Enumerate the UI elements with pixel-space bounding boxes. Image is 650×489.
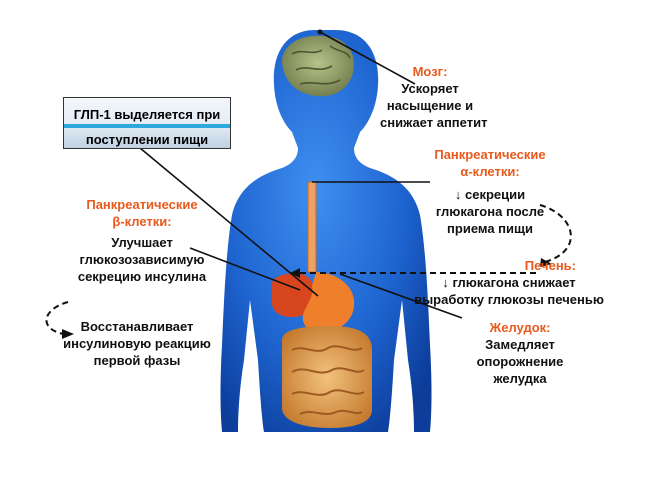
arrow-head-restore [62,329,74,339]
stomach-line-1: Замедляет [485,337,555,352]
callout-line-1: ГЛП-1 выделяется при [73,107,221,122]
brain-icon [282,35,354,97]
beta-title-1: Панкреатические [86,197,198,212]
brain-title: Мозг: [412,64,448,79]
alpha-title-2: α-клетки: [460,164,520,179]
dashed-arrows [45,204,572,335]
liver-line-2: выработку глюкозы печенью [414,292,604,307]
arrow-head-right [540,258,552,267]
arrow-head-left [290,268,300,278]
alpha-line-2: глюкагона после [435,204,545,219]
callout-line-2: поступлении пищи [85,132,209,147]
beta-line-3: секрецию инсулина [77,269,207,284]
stomach-line-2: опорожнение [476,354,564,369]
liver-title: Печень: [524,258,576,273]
beta-cells-label: Панкреатические β-клетки: Улучшает глюко… [72,196,212,285]
alpha-line-3: приема пищи [447,221,533,236]
brain-label: Мозг: Ускоряет насыщение и снижает аппет… [380,63,488,131]
glp1-callout: ГЛП-1 выделяется при поступлении пищи [63,97,231,149]
stomach-line-3: желудка [493,371,547,386]
restore-line-1: Восстанавливает [80,319,194,334]
liver-line-1: ↓ глюкагона снижает [442,275,576,290]
brain-line-2: насыщение и [386,98,474,113]
brain-line-3: снижает аппетит [380,115,488,130]
beta-line-2: глюкозозависимую [79,252,205,267]
stomach-icon [302,272,355,332]
esophagus-icon [307,181,317,273]
restore-line-2: инсулиновую реакцию [63,336,211,351]
brain-line-1: Ускоряет [401,81,459,96]
human-body [220,30,432,432]
callout-accent-bar [64,124,230,128]
restore-label: Восстанавливает инсулиновую реакцию перв… [62,318,212,369]
stomach-label: Желудок: Замедляет опорожнение желудка [460,319,580,387]
connector-lines [139,29,463,319]
alpha-title-1: Панкреатические [434,147,546,162]
stomach-title: Желудок: [489,320,551,335]
intestines-icon [282,326,372,428]
alpha-line-1: ↓ секреции [454,187,526,202]
restore-line-3: первой фазы [93,353,181,368]
alpha-cells-label: Панкреатические α-клетки: ↓ секреции глю… [425,146,555,237]
beta-title-2: β-клетки: [112,214,172,229]
beta-line-1: Улучшает [111,235,173,250]
liver-label: Печень: ↓ глюкагона снижает выработку гл… [412,257,606,308]
